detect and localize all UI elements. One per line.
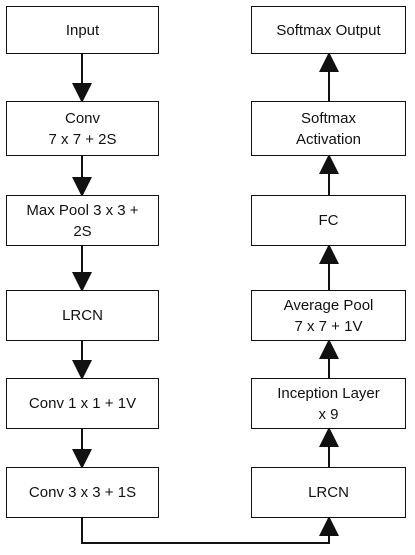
- max-pool-node: Max Pool 3 x 3 + 2S: [6, 195, 159, 246]
- fc-node: FC: [251, 195, 406, 246]
- average-pool-node: Average Pool 7 x 7 + 1V: [251, 290, 406, 341]
- softmax-output-node: Softmax Output: [251, 6, 406, 54]
- lrcn-left-node: LRCN: [6, 290, 159, 341]
- arrow-conv3-to-lrcn-right: [81, 516, 339, 544]
- conv-7x7-node: Conv 7 x 7 + 2S: [6, 101, 159, 156]
- softmax-activation-node: Softmax Activation: [251, 101, 406, 156]
- lrcn-right-node: LRCN: [251, 467, 406, 518]
- conv-3x3-node: Conv 3 x 3 + 1S: [6, 467, 159, 518]
- input-node: Input: [6, 6, 159, 54]
- conv-1x1-node: Conv 1 x 1 + 1V: [6, 378, 159, 429]
- inception-layer-node: Inception Layer x 9: [251, 378, 406, 429]
